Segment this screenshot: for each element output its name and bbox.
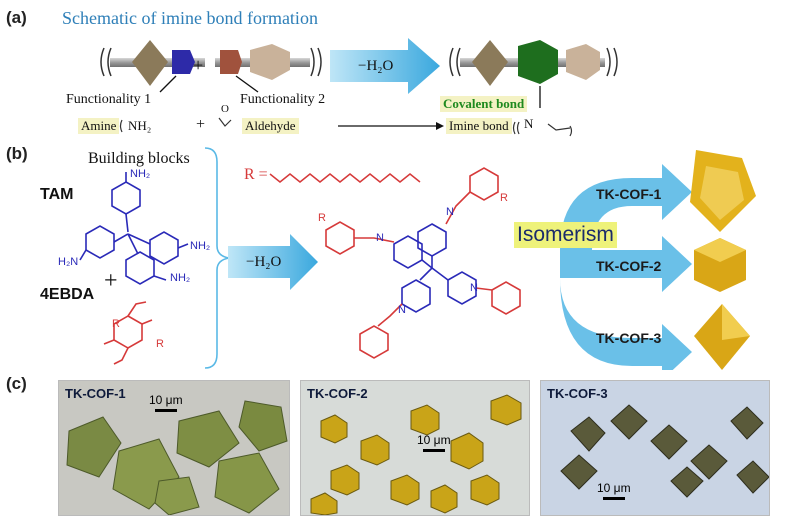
cof-n-2: N bbox=[446, 206, 454, 218]
panel-a-graphic bbox=[100, 38, 618, 137]
tam-nh2-right: NH₂ bbox=[190, 240, 211, 252]
functionality-2-block bbox=[220, 50, 242, 74]
photo-tk-cof-2: TK-COF-2 10 μm bbox=[300, 380, 530, 516]
photo-tk-cof-1: TK-COF-1 10 μm bbox=[58, 380, 290, 516]
amine-label: Amine bbox=[78, 118, 120, 134]
aldehyde-o-label: O bbox=[221, 103, 229, 115]
covalent-bond-block bbox=[518, 40, 558, 84]
imine-bond-label: Imine bond bbox=[446, 118, 512, 134]
plus-b: + bbox=[104, 268, 118, 294]
panel-b-graphic bbox=[79, 147, 756, 370]
cof-n-3: N bbox=[470, 282, 478, 294]
hexagon-tan-left bbox=[250, 44, 290, 80]
reaction-arrow-a bbox=[330, 38, 440, 94]
crystals-cof-1-image bbox=[66, 400, 288, 515]
building-blocks-title: Building blocks bbox=[88, 150, 190, 167]
tk-cof-2-label: TK-COF-2 bbox=[596, 258, 662, 274]
arrow-label-b: −H₂O bbox=[246, 254, 282, 270]
crystals-cof-3-image bbox=[560, 404, 769, 498]
tam-nh2-bottom: NH₂ bbox=[170, 272, 191, 284]
crystal-cof-1 bbox=[690, 150, 756, 232]
crystals-cof-2-image bbox=[310, 394, 522, 515]
functionality-1-block bbox=[172, 50, 195, 74]
scale-bar-cof-3 bbox=[603, 497, 625, 500]
reaction-arrow-b bbox=[228, 234, 318, 290]
isomerism-label: Isomerism bbox=[514, 222, 617, 248]
functionality-1-label: Functionality 1 bbox=[66, 92, 152, 107]
cof-n-4: N bbox=[398, 304, 406, 316]
hexagon-tan-right bbox=[566, 44, 600, 80]
functionality-2-label: Functionality 2 bbox=[240, 92, 326, 107]
r-chain bbox=[269, 173, 421, 183]
tk-cof-1-label: TK-COF-1 bbox=[596, 186, 662, 202]
cof-structure bbox=[325, 167, 521, 359]
tam-name: TAM bbox=[40, 186, 74, 203]
ebda-r-1: R bbox=[112, 318, 120, 330]
photo-label-cof-3: TK-COF-3 bbox=[547, 386, 608, 401]
diamond-left bbox=[132, 40, 168, 86]
photo-label-cof-1: TK-COF-1 bbox=[65, 386, 126, 401]
panel-c-label: (c) bbox=[6, 374, 27, 393]
diamond-product bbox=[472, 40, 508, 86]
plus-a-2: + bbox=[196, 116, 206, 133]
ebda-r-2: R bbox=[156, 338, 164, 350]
cof-r-1: R bbox=[318, 212, 326, 224]
crystal-cof-3 bbox=[694, 304, 750, 370]
scale-text-cof-2: 10 μm bbox=[417, 433, 451, 447]
photo-label-cof-2: TK-COF-2 bbox=[307, 386, 368, 401]
cof-r-2: R bbox=[500, 192, 508, 204]
aldehyde-label: Aldehyde bbox=[242, 118, 299, 134]
building-blocks-brace bbox=[204, 147, 230, 369]
panel-a-label: (a) bbox=[6, 8, 27, 27]
scale-bar-cof-2 bbox=[423, 449, 445, 452]
nh2-label-a: NH₂ bbox=[128, 118, 152, 133]
arrow-label-a: −H₂O bbox=[358, 58, 394, 74]
plus-a: + bbox=[193, 55, 204, 75]
scale-text-cof-1: 10 μm bbox=[149, 393, 183, 407]
ebda-structure bbox=[103, 301, 153, 365]
tam-h2n-left: H₂N bbox=[58, 256, 79, 268]
ebda-name: 4EBDA bbox=[40, 286, 95, 303]
tam-structure bbox=[79, 172, 189, 285]
panel-b-label: (b) bbox=[6, 144, 28, 163]
imine-n-label: N bbox=[524, 116, 534, 131]
photo-tk-cof-3: TK-COF-3 10 μm bbox=[540, 380, 770, 516]
scale-text-cof-3: 10 μm bbox=[597, 481, 631, 495]
r-definition: R = bbox=[244, 166, 268, 183]
scale-bar-cof-1 bbox=[155, 409, 177, 412]
tam-nh2-top: NH₂ bbox=[130, 168, 151, 180]
crystal-cof-2 bbox=[694, 238, 746, 292]
covalent-bond-label: Covalent bond bbox=[440, 96, 528, 112]
tk-cof-3-label: TK-COF-3 bbox=[596, 330, 662, 346]
panel-a-title: Schematic of imine bond formation bbox=[62, 8, 318, 28]
cof-n-1: N bbox=[376, 232, 384, 244]
